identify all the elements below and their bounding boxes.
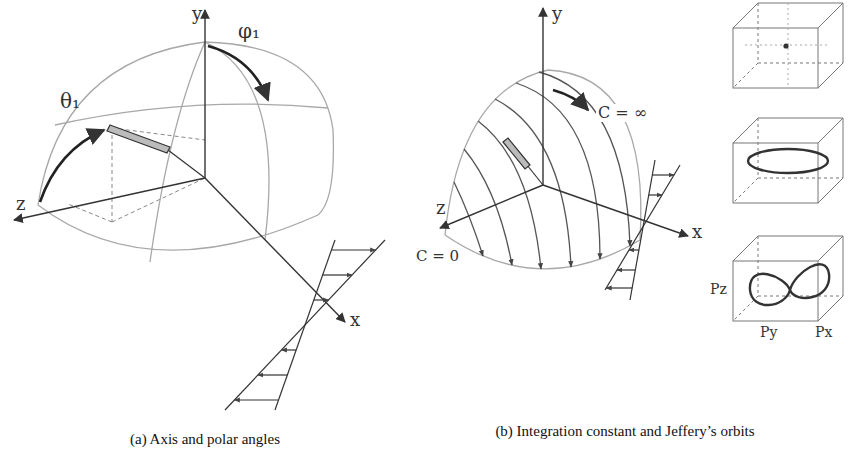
caption: (a) Axis and polar angles <box>55 430 355 449</box>
axes <box>14 10 345 322</box>
rod <box>107 125 205 178</box>
phase-cube <box>733 236 843 321</box>
axis-label: Pz <box>710 282 727 297</box>
phase-cube <box>733 3 843 88</box>
angle-arrows <box>40 46 268 202</box>
axis-label: Px <box>815 325 832 340</box>
axis-label: z <box>436 198 445 218</box>
orbit-ellipse <box>748 149 828 173</box>
caption: (b) Integration constant and Jeffery’s o… <box>480 422 770 441</box>
angle-label: θ₁ <box>60 90 80 112</box>
angle-label: φ₁ <box>238 20 260 42</box>
phase-cube <box>733 118 843 203</box>
axis-label: y <box>552 4 562 24</box>
shear-profile <box>605 160 680 300</box>
axis-label: Py <box>760 325 777 340</box>
orbit-figure-eight <box>750 264 829 305</box>
rod <box>503 138 543 185</box>
axis-label: z <box>16 194 25 214</box>
shear-profile <box>225 240 385 410</box>
constant-label: C = 0 <box>416 248 459 265</box>
jeffery-orbits <box>454 72 630 269</box>
sphere-octant <box>38 42 333 262</box>
axis-label: x <box>692 222 702 242</box>
fixed-point <box>783 43 788 48</box>
axes <box>440 8 688 236</box>
axis-label: y <box>192 4 202 24</box>
orbit-arrow <box>553 90 588 110</box>
axis-label: x <box>350 310 360 330</box>
constant-label: C = ∞ <box>596 104 649 122</box>
